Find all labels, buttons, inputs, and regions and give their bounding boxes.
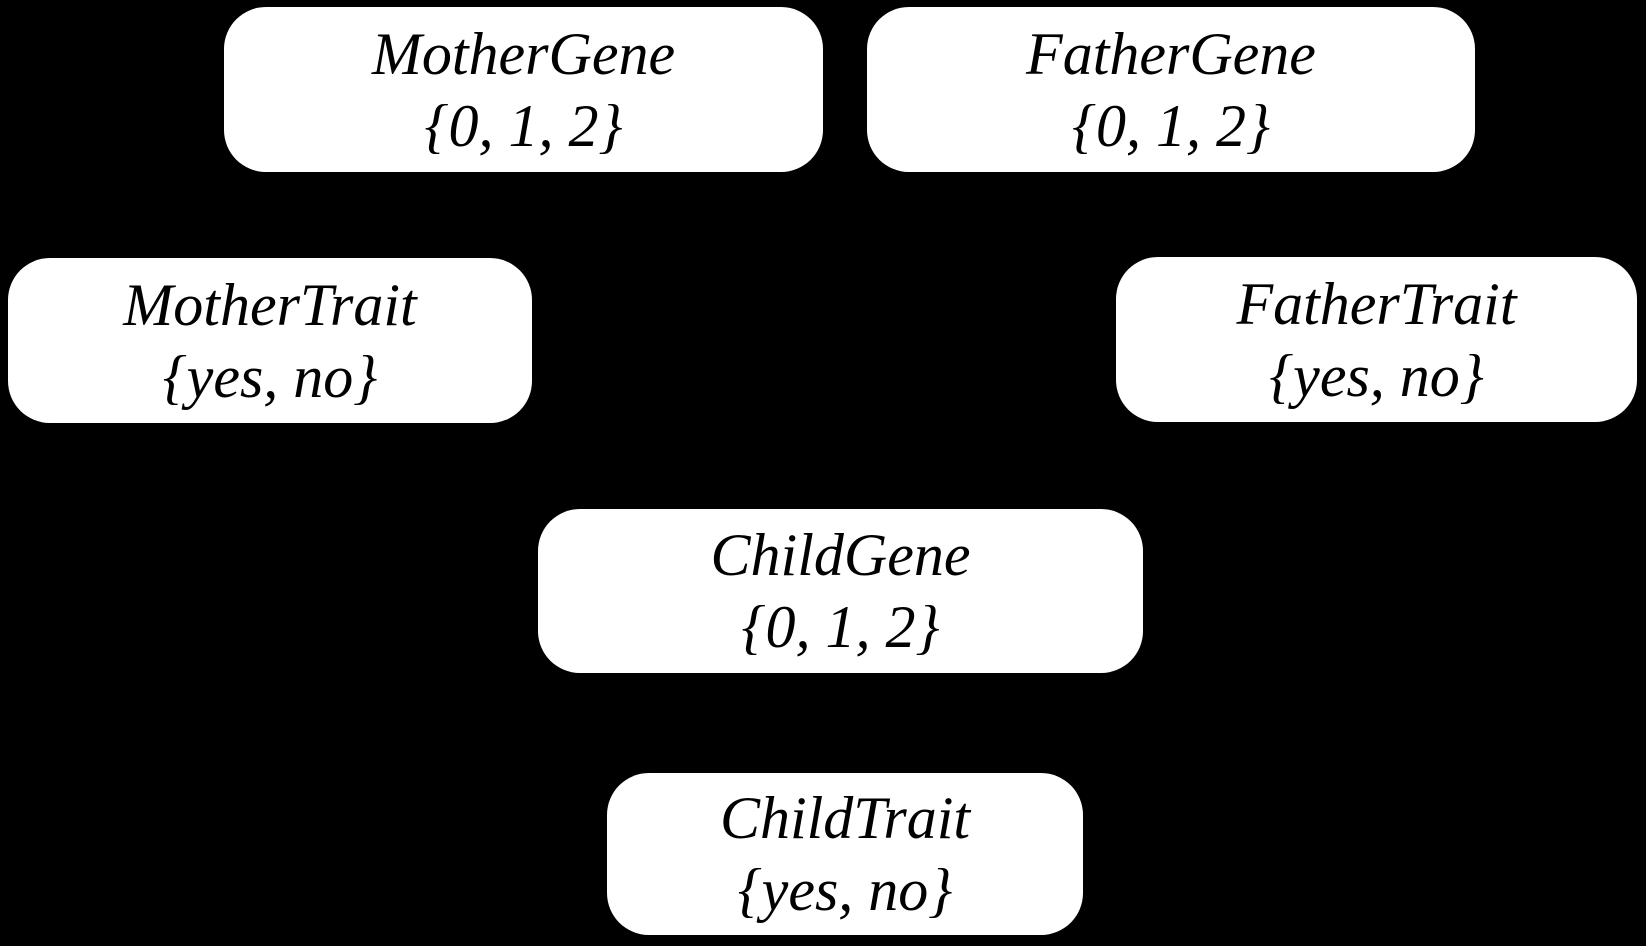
node-domain-values: {0, 1, 2} [424, 92, 623, 159]
node-father-trait: FatherTrait {yes, no} [1116, 257, 1637, 422]
node-domain-values: {yes, no} [737, 857, 953, 923]
node-title: MotherGene [371, 20, 676, 87]
node-mother-trait: MotherTrait {yes, no} [8, 258, 532, 423]
node-father-gene: FatherGene {0, 1, 2} [867, 7, 1475, 172]
node-child-gene: ChildGene {0, 1, 2} [538, 509, 1143, 673]
node-domain-values: {yes, no} [162, 343, 378, 410]
node-child-trait: ChildTrait {yes, no} [607, 773, 1083, 935]
node-title: FatherTrait [1236, 270, 1517, 337]
node-domain-values: {0, 1, 2} [741, 594, 940, 660]
node-title: ChildTrait [719, 785, 971, 851]
node-domain-values: {yes, no} [1269, 342, 1484, 409]
node-title: FatherGene [1026, 20, 1316, 87]
node-domain-values: {0, 1, 2} [1072, 92, 1270, 159]
node-mother-gene: MotherGene {0, 1, 2} [224, 7, 823, 172]
node-title: MotherTrait [123, 271, 417, 338]
node-title: ChildGene [710, 522, 971, 588]
